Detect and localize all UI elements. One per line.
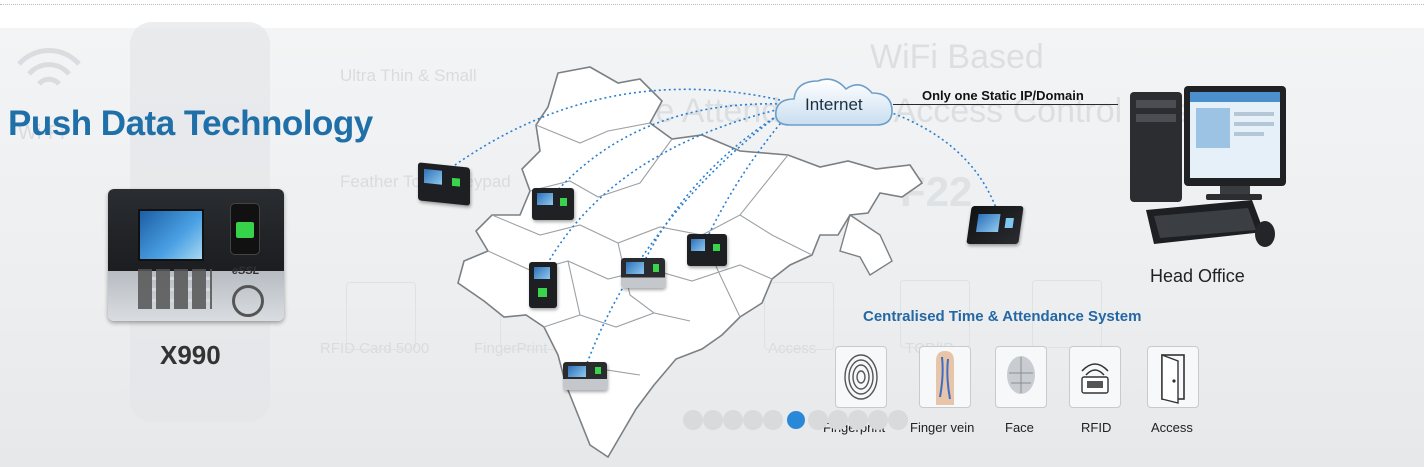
x990-device-image: eSSL — [108, 189, 284, 321]
slide-dot[interactable] — [703, 410, 723, 430]
fingerprint-icon — [835, 346, 887, 408]
background-ultra-thin-text: Ultra Thin & Small — [340, 66, 477, 85]
computer-icon — [1130, 86, 1286, 247]
slide-dot[interactable] — [723, 410, 743, 430]
terminal-device-image — [563, 362, 607, 390]
terminal-device-image — [418, 162, 470, 206]
device-keypad — [138, 269, 212, 309]
background-access-text: Access — [768, 340, 817, 357]
slide-dot[interactable] — [868, 410, 888, 430]
feature-label-rfid: RFID — [1081, 420, 1112, 435]
face-terminal-image — [966, 206, 1024, 244]
background-wifi-text: Wi-Fi — [18, 122, 65, 144]
slide-dot[interactable] — [888, 410, 908, 430]
background-icon-box — [764, 282, 834, 350]
terminal-device-image — [529, 262, 557, 308]
cloud-icon — [774, 78, 893, 126]
slide-dot-active[interactable] — [787, 411, 805, 429]
device-nav-key — [232, 285, 264, 317]
background-rfid-text: RFID Card 5000 — [320, 340, 430, 357]
finger-vein-icon — [919, 346, 971, 408]
top-dotted-border — [0, 0, 1424, 5]
product-model-label: X990 — [160, 340, 221, 370]
slide-dot[interactable] — [828, 410, 848, 430]
device-brand-logo: eSSL — [232, 265, 260, 277]
background-icon-box — [346, 282, 416, 350]
fingerprint-sensor — [230, 203, 260, 255]
terminal-device-image — [621, 258, 665, 288]
wifi-icon — [17, 48, 81, 86]
static-ip-connector — [893, 104, 1118, 105]
slide-dot[interactable] — [743, 410, 763, 430]
background-wifi-based-text: WiFi Based — [870, 38, 1044, 76]
door-icon — [1147, 346, 1199, 408]
device-screen — [138, 209, 204, 261]
background-icon-box — [1032, 280, 1102, 348]
face-icon — [995, 346, 1047, 408]
static-ip-label: Only one Static IP/Domain — [922, 88, 1084, 103]
slide-dot[interactable] — [848, 410, 868, 430]
feature-label-face: Face — [1005, 420, 1034, 435]
rfid-icon — [1069, 346, 1121, 408]
terminal-device-image — [532, 188, 574, 220]
slide-dot[interactable] — [763, 410, 783, 430]
banner-title: Push Data Technology — [8, 104, 373, 143]
centralised-system-heading: Centralised Time & Attendance System — [863, 308, 1142, 325]
feature-label-finger-vein: Finger vein — [910, 420, 975, 435]
background-fingerprint-text: FingerPrint — [474, 340, 548, 357]
slide-dot[interactable] — [683, 410, 703, 430]
terminal-device-image — [687, 234, 727, 266]
internet-label: Internet — [805, 95, 863, 114]
feature-label-access: Access — [1151, 420, 1193, 435]
head-office-label: Head Office — [1150, 266, 1245, 286]
slide-dot[interactable] — [808, 410, 828, 430]
